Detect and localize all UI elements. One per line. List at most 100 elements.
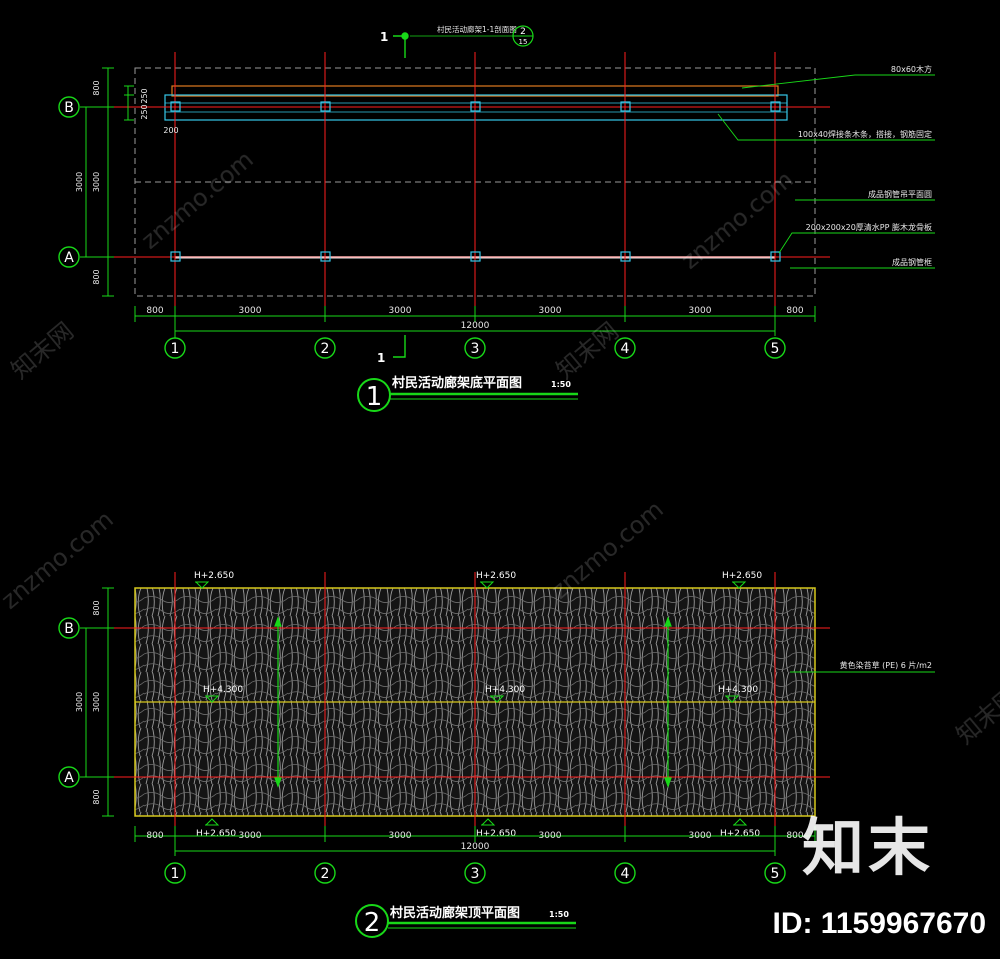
axis-label-5: 5: [771, 341, 780, 357]
note-100x40: 100x40焊接条木条，搭接，钢筋固定: [798, 129, 932, 139]
axis-label-4: 4: [621, 341, 630, 357]
column: [170, 101, 181, 112]
plan2-left-dims: [80, 587, 114, 817]
image-id: ID: 1159967670: [772, 907, 986, 940]
dim-label: 250: [140, 104, 149, 119]
dim-label: 800: [92, 600, 101, 615]
plan2-scale: 1:50: [549, 910, 569, 919]
watermark-cn: 知末网: [951, 682, 1000, 750]
column: [620, 101, 631, 112]
dim-label: 800: [786, 831, 803, 841]
axis-label-3: 3: [471, 866, 480, 882]
elev-label: H+4.300: [203, 685, 243, 695]
watermark-cn: 知末网: [6, 317, 79, 385]
section-ref: 2: [520, 27, 526, 37]
axis-label-a: A: [64, 770, 74, 786]
column: [470, 101, 481, 112]
elev-label: H+2.650: [720, 829, 760, 839]
plan1-dim-chain: [134, 306, 816, 336]
section-cut-marks: [393, 32, 409, 358]
dim-label: 3000: [539, 306, 562, 316]
column: [770, 251, 781, 262]
dim-label: 3000: [92, 172, 101, 192]
column: [770, 101, 781, 112]
dim-label: 800: [146, 306, 163, 316]
plan1-title: 村民活动廊架底平面图: [392, 375, 522, 391]
plan1-dim-labels: 800 3000 3000 3000 3000 800 12000: [146, 306, 803, 331]
axis-label-3: 3: [471, 341, 480, 357]
znzmo-logo: 知末: [801, 811, 934, 884]
axis-label-1: 1: [171, 866, 180, 882]
title-number-circle: [355, 904, 389, 938]
dim-label: 3000: [239, 306, 262, 316]
watermark-cn: 知末网: [551, 317, 624, 385]
title-number: 2: [364, 908, 381, 938]
note-80x60: 80x60木方: [891, 64, 932, 74]
column: [470, 251, 481, 262]
note-frame: 成品钢管框: [892, 257, 932, 267]
plan2-title: 村民活动廊架顶平面图: [390, 905, 520, 921]
plan-2-roof: H+2.650 H+2.650 H+2.650 H+4.300 H+4.300 …: [75, 571, 935, 938]
elevation-labels: H+2.650 H+2.650 H+2.650 H+4.300 H+4.300 …: [194, 571, 762, 839]
dim-label: 800: [146, 831, 163, 841]
section-mark-top: 1: [380, 30, 388, 44]
dim-label: 3000: [689, 306, 712, 316]
axis-label-1: 1: [171, 341, 180, 357]
column: [320, 251, 331, 262]
axis-label-b: B: [64, 621, 74, 637]
dim-label: 3000: [389, 831, 412, 841]
section-mark-bottom: 1: [377, 351, 385, 365]
dim-total-label: 12000: [461, 321, 490, 331]
note-200x200: 200x200x20厚清水PP 膨木龙骨板: [806, 222, 932, 232]
plan1-left-dims: [80, 67, 134, 297]
section-ref-sheet: 15: [519, 38, 528, 46]
dim-label: 800: [786, 306, 803, 316]
slope-arrows: [274, 616, 672, 788]
plan-1-base: 800 3000 3000 3000 3000 800 12000 800 30…: [75, 24, 935, 412]
axis-label-4: 4: [621, 866, 630, 882]
columns-row-b: [170, 101, 781, 112]
plan1-scale: 1:50: [551, 380, 571, 389]
elev-label: H+2.650: [194, 571, 234, 581]
watermark-text: znzmo.com: [136, 145, 259, 254]
column: [170, 251, 181, 262]
plan2-note: 黄色染苔草 (PE) 6 片/m2: [840, 660, 932, 670]
axis-label-b: B: [64, 100, 74, 116]
elev-label: H+4.300: [485, 685, 525, 695]
plan2-left-dim-labels: 800 3000 3000 800: [75, 600, 101, 804]
plan1-leaders: [717, 74, 935, 269]
dim-label: 3000: [239, 831, 262, 841]
dim-label: 3000: [389, 306, 412, 316]
watermark-text: znzmo.com: [0, 505, 119, 614]
axis-label-a: A: [64, 250, 74, 266]
plan2-dim-labels: 800 3000 3000 3000 3000 800 12000: [146, 831, 803, 852]
title-number: 1: [366, 382, 383, 412]
dim-label: 800: [92, 269, 101, 284]
dim-label: 250: [140, 88, 149, 103]
axis-bubbles: 1 2 3 4 5 1 2 3 4 5 B A B A: [58, 96, 786, 884]
column: [620, 251, 631, 262]
elevation-markers: [195, 581, 748, 826]
elev-label: H+2.650: [476, 829, 516, 839]
elev-label: H+4.300: [718, 685, 758, 695]
plan2-dim-chain: [134, 826, 816, 856]
column: [320, 101, 331, 112]
dim-total-label: 12000: [461, 842, 490, 852]
columns-row-a: [170, 251, 781, 262]
elev-label: H+2.650: [722, 571, 762, 581]
dim-label: 3000: [689, 831, 712, 841]
dim-label: 800: [92, 80, 101, 95]
axis-label-2: 2: [321, 341, 330, 357]
dim-label: 3000: [75, 692, 84, 712]
dim-label: 3000: [75, 172, 84, 192]
elev-label: H+2.650: [196, 829, 236, 839]
plan1-notes: 80x60木方 100x40焊接条木条，搭接，钢筋固定 成品钢管吊平面圆 200…: [798, 64, 932, 267]
dim-label: 3000: [92, 692, 101, 712]
dim-label: 800: [92, 789, 101, 804]
dim-label: 3000: [539, 831, 562, 841]
section-note: 村民活动廊架1-1剖面图: [437, 24, 517, 34]
note-steel-pipe: 成品钢管吊平面圆: [868, 189, 932, 199]
axis-label-2: 2: [321, 866, 330, 882]
plan1-left-dim-labels: 800 3000 800 250 250 3000 200: [75, 80, 179, 284]
